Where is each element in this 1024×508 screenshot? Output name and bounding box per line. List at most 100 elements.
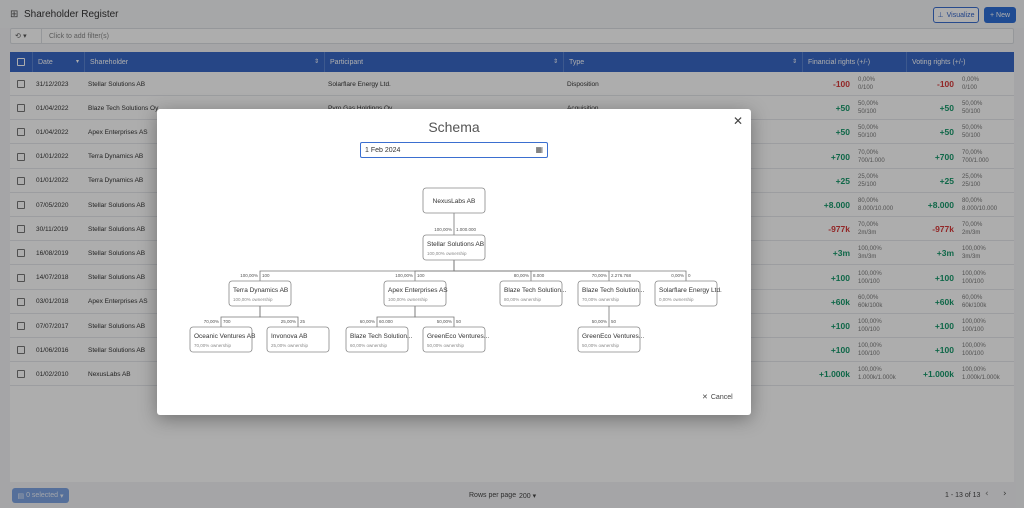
row-date: 01/01/2022 <box>36 177 69 185</box>
row-voting-delta: +100 <box>934 272 954 283</box>
row-financial-delta: -100 <box>832 79 850 89</box>
row-checkbox[interactable] <box>17 225 25 234</box>
row-voting-delta: -100 <box>936 79 954 89</box>
visualize-button[interactable]: ⊥ Visualize <box>933 7 979 23</box>
financial-percent: 80,00% <box>858 198 879 204</box>
row-financial-delta: +700 <box>830 151 850 162</box>
row-financial-detail: 50,00%50/100 <box>858 96 878 120</box>
row-checkbox-cell <box>17 266 25 290</box>
tree-node[interactable] <box>228 280 292 307</box>
row-voting-detail: 0,00%0/100 <box>962 72 979 96</box>
filter-bar[interactable]: ⟲ ▾ Click to add filter(s) <box>10 28 1014 44</box>
edge-shares: 25 <box>300 319 306 324</box>
row-financial-detail: 25,00%25/100 <box>858 169 878 193</box>
row-checkbox[interactable] <box>17 176 25 185</box>
row-checkbox[interactable] <box>17 370 25 379</box>
rows-per-page-select[interactable]: 200 ▾ <box>519 493 537 500</box>
financial-percent: 50,00% <box>858 101 879 108</box>
row-checkbox-cell <box>17 338 25 362</box>
row-financial-detail: 100,00%3m/3m <box>858 241 882 265</box>
selection-icon: ▤ <box>17 492 25 500</box>
chevron-left-icon[interactable]: ‹ <box>985 489 989 499</box>
tree-node-ownership: 60,00% ownership <box>350 343 388 348</box>
row-date: 31/12/2023 <box>36 80 69 88</box>
voting-ratio: 3m/3m <box>962 254 981 261</box>
tree-node[interactable] <box>383 280 447 307</box>
date-picker[interactable]: ▦ <box>360 142 548 158</box>
row-date: 01/02/2010 <box>36 370 69 378</box>
row-financial-delta: +60k <box>830 296 850 307</box>
calendar-icon[interactable]: ▦ <box>535 145 543 154</box>
chevron-right-icon[interactable]: › <box>1003 489 1007 499</box>
history-icon[interactable]: ⟲ ▾ <box>15 32 27 40</box>
row-voting-detail: 70,00%2m/3m <box>962 217 982 241</box>
column-participant[interactable]: Participant⇕ <box>324 52 563 72</box>
tree-node[interactable] <box>422 326 486 353</box>
row-financial-delta: +100 <box>830 321 850 331</box>
date-input[interactable] <box>365 145 525 155</box>
tree-node[interactable] <box>189 326 253 353</box>
tree-node[interactable] <box>654 280 718 307</box>
new-button[interactable]: + New <box>984 7 1016 23</box>
close-icon[interactable]: ✕ <box>733 114 744 128</box>
row-checkbox[interactable] <box>17 152 25 161</box>
row-checkbox[interactable] <box>17 104 25 113</box>
tree-node-name: GreenEco Ventures... <box>582 333 644 340</box>
row-type: Acquisition <box>567 96 598 120</box>
selected-count-button[interactable]: ▤ 0 selected ▾ <box>12 488 69 503</box>
voting-ratio: 1.000k/1.000k <box>962 375 1000 382</box>
tree-node[interactable] <box>422 187 486 214</box>
tree-node[interactable] <box>577 280 641 307</box>
row-voting-delta: +50 <box>939 127 954 138</box>
row-voting-detail: 100,00%100/100 <box>962 266 986 290</box>
row-checkbox[interactable] <box>17 322 25 330</box>
column-shareholder[interactable]: Shareholder⇕ <box>84 52 324 72</box>
table-header: Date ▾ Shareholder⇕ Participant⇕ Type⇕ Fi… <box>10 52 1014 72</box>
column-type[interactable]: Type⇕ <box>563 52 802 72</box>
row-checkbox[interactable] <box>17 128 25 137</box>
row-voting-detail: 100,00%1.000k/1.000k <box>962 362 1000 386</box>
row-checkbox[interactable] <box>17 201 25 209</box>
row-checkbox[interactable] <box>17 80 25 88</box>
column-financial-rights[interactable]: Financial rights (+/-) <box>802 52 906 72</box>
row-financial-detail: 70,00%2m/3m <box>858 217 878 241</box>
financial-ratio: 3m/3m <box>858 254 877 261</box>
row-checkbox[interactable] <box>17 249 25 258</box>
select-all-checkbox[interactable] <box>17 58 25 66</box>
tree-node[interactable] <box>345 326 409 353</box>
row-financial-delta: +50 <box>835 103 850 114</box>
tree-node-ownership: 100,00% ownership <box>233 297 273 302</box>
cancel-button[interactable]: ✕ Cancel <box>702 393 733 402</box>
tree-node[interactable] <box>577 326 641 353</box>
row-checkbox[interactable] <box>17 273 25 282</box>
tree-node-ownership: 0,00% ownership <box>659 297 694 302</box>
filter-divider <box>41 29 42 43</box>
row-voting-detail: 60,00%60k/100k <box>962 290 986 314</box>
edge-shares: 100 <box>262 273 270 278</box>
ownership-edge <box>414 306 455 327</box>
row-checkbox[interactable] <box>17 297 25 306</box>
sort-down-icon: ▾ <box>75 58 79 65</box>
filter-input[interactable]: Click to add filter(s) <box>49 33 109 40</box>
pagination-range: 1 - 13 of 13 <box>945 492 981 499</box>
voting-percent: 25,00% <box>962 173 983 180</box>
row-checkbox-cell <box>17 217 25 241</box>
edge-shares: 0 <box>688 273 691 278</box>
tree-node[interactable] <box>266 326 330 353</box>
edge-percent: 50,00% <box>592 319 607 324</box>
row-date: 01/01/2022 <box>36 153 69 161</box>
tree-node[interactable] <box>422 234 486 261</box>
column-voting-rights[interactable]: Voting rights (+/-) <box>906 52 1014 72</box>
row-checkbox[interactable] <box>17 346 25 355</box>
row-checkbox-cell <box>17 145 25 169</box>
select-all-cell <box>10 52 32 72</box>
tree-node[interactable] <box>499 280 563 307</box>
rows-per-page-label: Rows per page <box>469 492 517 499</box>
row-financial-detail: 100,00%100/100 <box>858 338 882 362</box>
column-date-label: Date <box>38 58 53 66</box>
row-financial-delta: +100 <box>830 345 850 356</box>
sort-icon: ⇕ <box>791 58 797 65</box>
column-date[interactable]: Date ▾ <box>32 52 84 72</box>
